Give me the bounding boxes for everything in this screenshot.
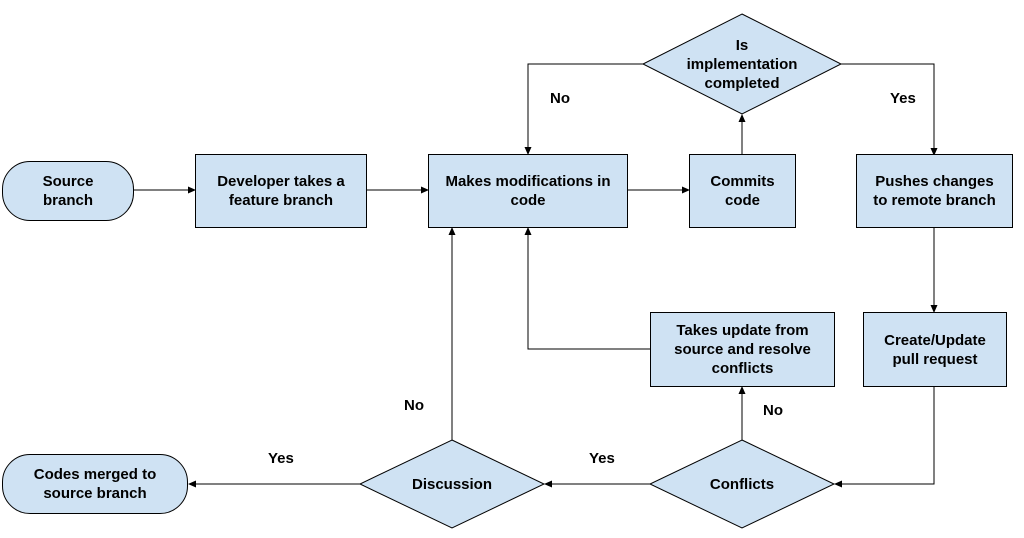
discussion-yes-label: Yes — [268, 450, 294, 467]
feature-branch-node: Developer takes a feature branch — [195, 154, 367, 228]
commits-label: Commits code — [710, 173, 775, 209]
pushes-label: Pushes changes to remote branch — [873, 173, 996, 209]
completed-yes-label: Yes — [890, 90, 916, 107]
merged-node: Codes merged to source branch — [2, 454, 188, 514]
takes-update-label: Takes update from source and resolve con… — [674, 322, 811, 377]
discussion-label: Discussion — [411, 475, 493, 493]
completed-no-label: No — [550, 90, 570, 107]
conflicts-yes-label: Yes — [589, 450, 615, 467]
conflicts-label: Conflicts — [709, 475, 775, 493]
discussion-diamond — [358, 439, 546, 529]
modifications-node: Makes modifications in code — [428, 154, 628, 228]
arrow-update-to-modifications — [524, 227, 650, 350]
merged-label: Codes merged to source branch — [33, 466, 157, 502]
arrow-pr-to-conflicts — [834, 386, 935, 488]
pull-request-label: Create/Update pull request — [884, 331, 986, 368]
feature-branch-label: Developer takes a feature branch — [217, 173, 345, 209]
source-branch-label: Source branch — [42, 173, 94, 209]
pull-request-node: Create/Update pull request — [863, 312, 1007, 387]
arrow-decision-yes — [841, 63, 938, 156]
is-completed-label: Is implementation completed — [686, 36, 798, 92]
source-branch-node: Source branch — [2, 161, 134, 221]
discussion-no-label: No — [404, 397, 424, 414]
takes-update-node: Takes update from source and resolve con… — [650, 312, 835, 387]
conflicts-no-label: No — [763, 402, 783, 419]
modifications-label: Makes modifications in code — [445, 173, 611, 209]
arrow-decision-no — [524, 63, 643, 155]
conflicts-diamond — [648, 439, 836, 529]
pushes-node: Pushes changes to remote branch — [856, 154, 1013, 228]
commits-node: Commits code — [689, 154, 796, 228]
